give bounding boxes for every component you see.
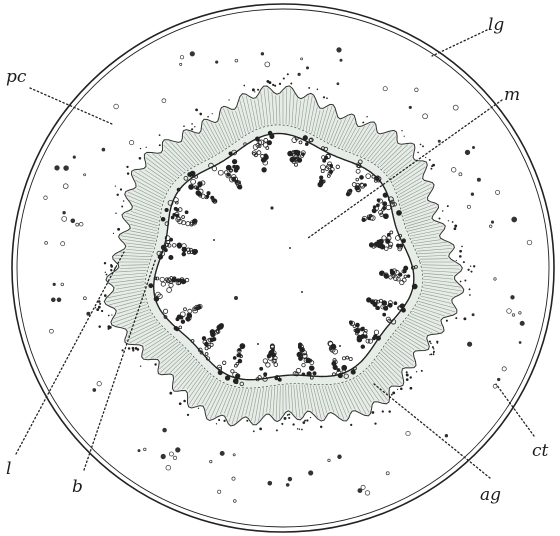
labels: lg pc m l b ct ag	[6, 15, 549, 505]
gland-cluster	[369, 231, 405, 251]
label-b: b	[72, 477, 83, 497]
outer-wall	[12, 4, 554, 532]
label-pc: pc	[6, 67, 27, 87]
label-l: l	[6, 459, 11, 479]
label-m: m	[504, 85, 520, 105]
label-ct: ct	[532, 441, 549, 461]
leader-lg	[432, 30, 487, 56]
gland-cluster	[256, 344, 281, 381]
gland-cluster	[379, 265, 417, 289]
leader-ag	[374, 384, 490, 478]
label-ag: ag	[480, 485, 501, 505]
label-lg: lg	[488, 15, 504, 35]
leader-ct	[496, 384, 534, 436]
gland-cluster	[288, 136, 314, 167]
gland-cluster	[293, 343, 316, 379]
gland-cluster	[328, 341, 357, 378]
leader-pc	[30, 88, 112, 124]
tissue-ring	[95, 73, 476, 432]
